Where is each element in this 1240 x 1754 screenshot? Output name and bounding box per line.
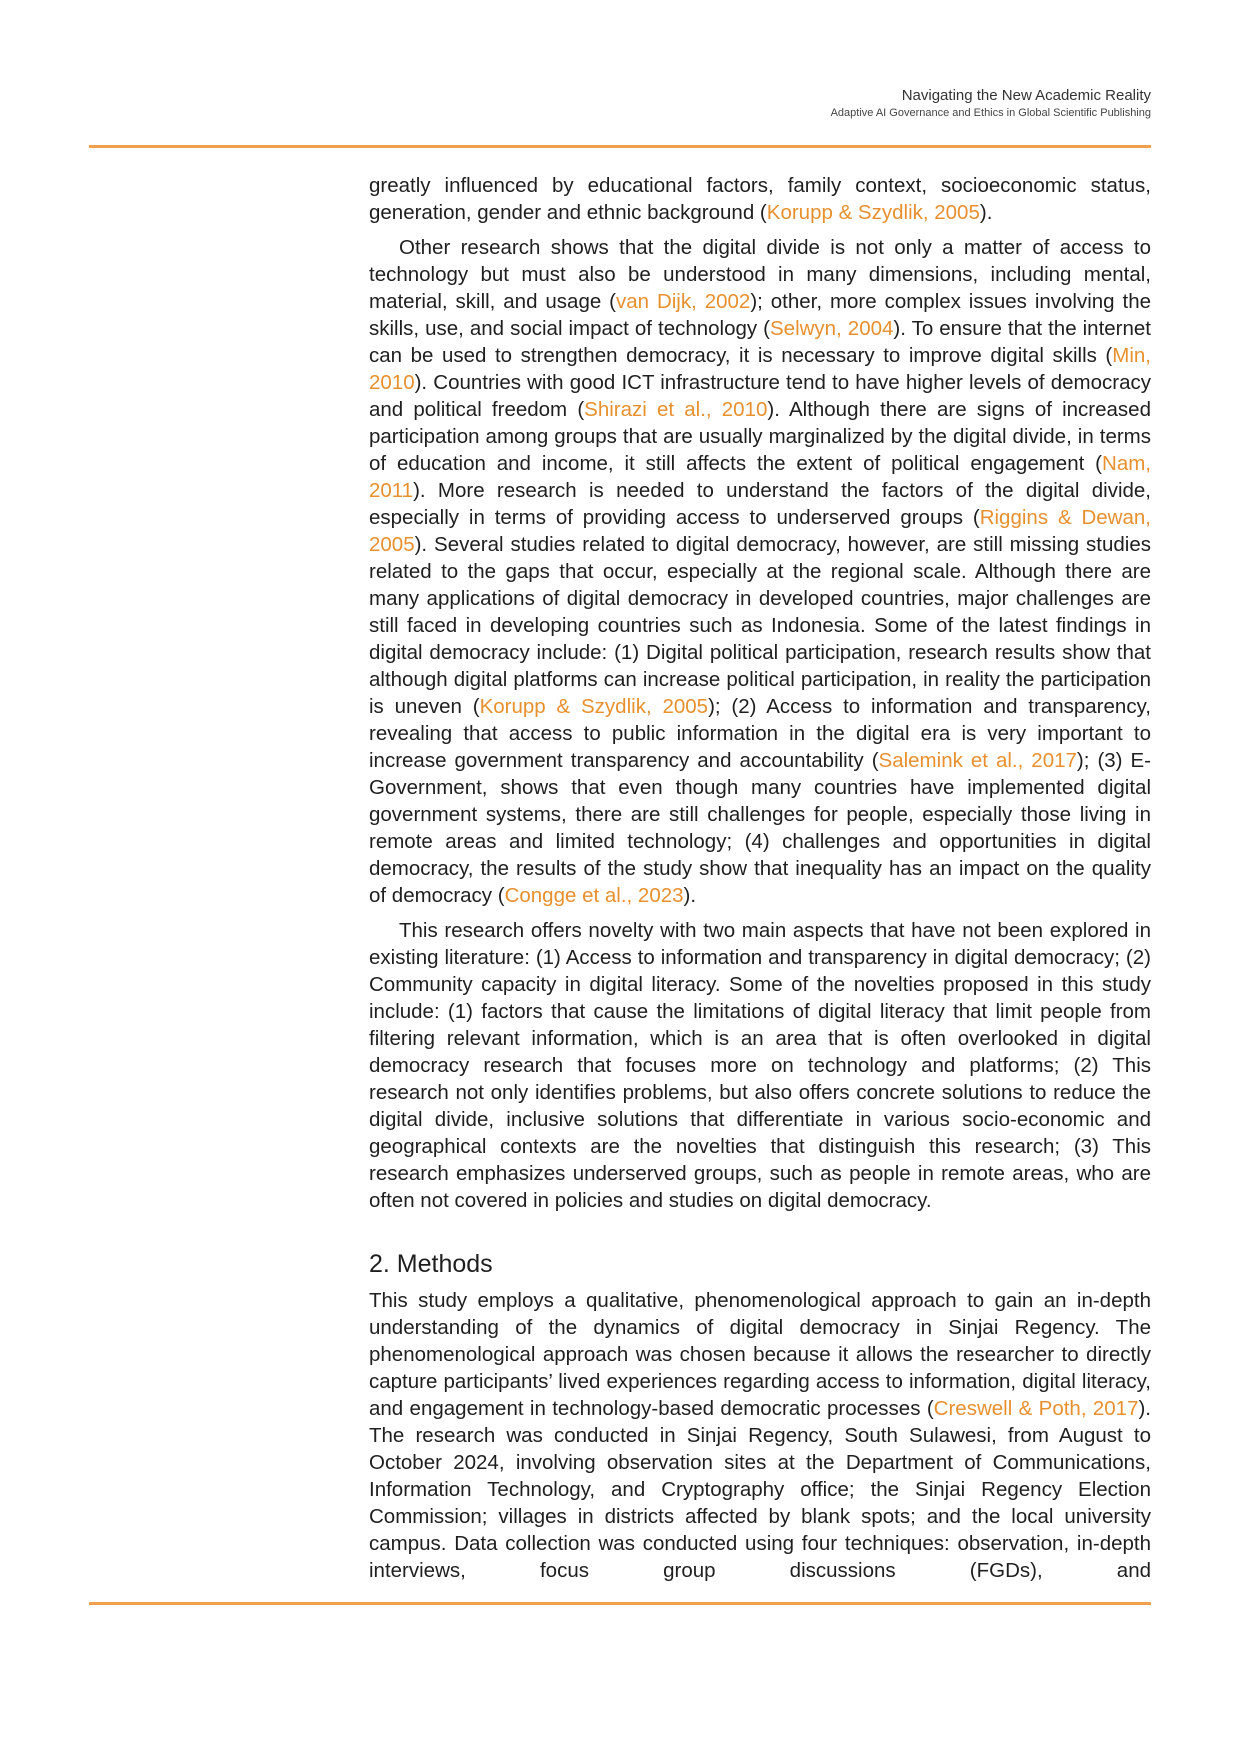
citation-link[interactable]: Riggins & Dewan, 2005 — [369, 506, 1151, 556]
header-rule — [89, 145, 1151, 148]
article-body: greatly influenced by educational factor… — [369, 172, 1151, 1584]
paragraph-text: This study employs a qualitative, phenom… — [369, 1289, 1151, 1420]
paragraph-text: greatly influenced by educational factor… — [369, 174, 1151, 224]
citation-link[interactable]: Min, 2010 — [369, 344, 1151, 394]
methods-paragraph: This study employs a qualitative, phenom… — [369, 1287, 1151, 1584]
paragraph-text: ); (2) Access to information and transpa… — [369, 695, 1151, 772]
paragraph-text: This research offers novelty with two ma… — [369, 919, 1151, 1212]
citation-link[interactable]: Selwyn, 2004 — [770, 317, 894, 340]
paragraph-text: ). Although there are signs of increased… — [369, 398, 1151, 475]
citation-link[interactable]: Creswell & Poth, 2017 — [933, 1397, 1139, 1420]
paragraph-text: ). More research is needed to understand… — [369, 479, 1151, 529]
paragraph-1: greatly influenced by educational factor… — [369, 172, 1151, 226]
running-head: Navigating the New Academic Reality Adap… — [831, 86, 1151, 120]
footer-rule — [89, 1602, 1151, 1605]
citation-link[interactable]: Korupp & Szydlik, 2005 — [479, 695, 709, 718]
citation-link[interactable]: van Dijk, 2002 — [615, 290, 751, 313]
citation-link[interactable]: Salemink et al., 2017 — [878, 749, 1077, 772]
citation-link[interactable]: Korupp & Szydlik, 2005 — [766, 201, 980, 224]
paragraph-text: ); (3) E-Government, shows that even tho… — [369, 749, 1152, 907]
paragraph-text: ). — [683, 884, 697, 907]
paragraph-text: ). Countries with good ICT infrastructur… — [369, 371, 1151, 421]
paragraph-text: Other research shows that the digital di… — [369, 236, 1151, 313]
citation-link[interactable]: Nam, 2011 — [369, 452, 1151, 502]
paragraph-text: ). Several studies related to digital de… — [369, 533, 1151, 718]
journal-title: Navigating the New Academic Reality — [901, 87, 1151, 104]
paragraph-2: Other research shows that the digital di… — [369, 234, 1151, 909]
paragraph-text: ); other, more complex issues involving … — [369, 290, 1151, 340]
paragraph-text: ). To ensure that the internet can be us… — [369, 317, 1151, 367]
citation-link[interactable]: Congge et al., 2023 — [504, 884, 684, 907]
paragraph-text: ). The research was conducted in Sinjai … — [369, 1397, 1152, 1582]
journal-subtitle: Adaptive AI Governance and Ethics in Glo… — [830, 107, 1151, 119]
section-heading-methods: 2. Methods — [369, 1250, 493, 1278]
paragraph-3: This research offers novelty with two ma… — [369, 917, 1151, 1214]
paragraph-text: ). — [979, 201, 993, 224]
citation-link[interactable]: Shirazi et al., 2010 — [584, 398, 768, 421]
